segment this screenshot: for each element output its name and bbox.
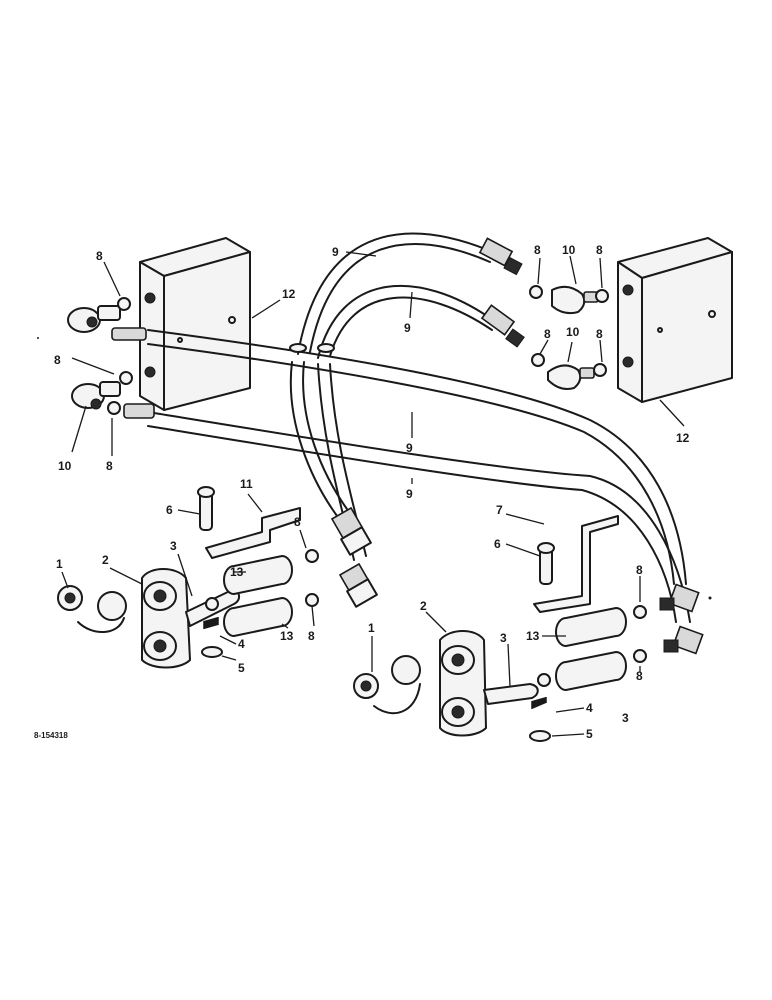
right-bracket-7 [533, 515, 619, 613]
callout-8: 8 [596, 243, 603, 257]
callout-3: 3 [622, 711, 629, 725]
left-couplers-13 [223, 549, 319, 637]
callout-5: 5 [586, 727, 593, 741]
callout-8: 8 [106, 459, 113, 473]
callout-1: 1 [368, 621, 375, 635]
drop-hose-fittings [330, 506, 378, 608]
figure-id: 8-154318 [34, 731, 68, 740]
callout-13: 13 [526, 629, 540, 643]
callout-10: 10 [566, 325, 580, 339]
left-coupler-body [141, 568, 191, 669]
callout-8: 8 [544, 327, 551, 341]
leader-lines [61, 251, 685, 737]
callout-8: 8 [96, 249, 103, 263]
right-spring [529, 673, 551, 742]
hose-clamps [289, 343, 335, 353]
callout-8: 8 [596, 327, 603, 341]
right-valve-block [617, 237, 733, 403]
callout-3: 3 [170, 539, 177, 553]
right-lever [483, 683, 539, 705]
right-pin-6 [537, 542, 555, 585]
left-bracket-11 [205, 507, 301, 559]
callout-1: 1 [56, 557, 63, 571]
upper-hose-fittings [478, 237, 525, 348]
right-hose-fittings [659, 583, 704, 655]
stray-dot [708, 596, 712, 600]
callout-9: 9 [406, 441, 413, 455]
right-couplers-13 [555, 605, 647, 691]
left-dust-cap [57, 585, 127, 634]
callout-10: 10 [562, 243, 576, 257]
callout-2: 2 [102, 553, 109, 567]
left-valve-block [139, 237, 251, 411]
callout-6: 6 [166, 503, 173, 517]
callout-13: 13 [230, 565, 244, 579]
callout-3: 3 [500, 631, 507, 645]
left-block-fittings [67, 297, 155, 419]
callout-13: 13 [280, 629, 294, 643]
right-coupler-body [439, 630, 487, 737]
callout-7: 7 [496, 503, 503, 517]
callout-2: 2 [420, 599, 427, 613]
callout-9: 9 [332, 245, 339, 259]
callout-4: 4 [238, 637, 245, 651]
callout-11: 11 [240, 477, 253, 491]
callout-8: 8 [534, 243, 541, 257]
callout-8: 8 [294, 515, 301, 529]
right-block-fittings [529, 285, 609, 390]
callout-labels: 8 12 8 10 8 9 9 9 9 8 10 8 8 10 8 12 11 … [54, 243, 690, 741]
callout-12: 12 [676, 431, 690, 445]
stray-dot [37, 337, 39, 339]
left-pin-6 [197, 486, 215, 531]
callout-8: 8 [308, 629, 315, 643]
callout-5: 5 [238, 661, 245, 675]
right-dust-cap [353, 655, 421, 715]
callout-4: 4 [586, 701, 593, 715]
callout-10: 10 [58, 459, 72, 473]
callout-9: 9 [406, 487, 413, 501]
callout-6: 6 [494, 537, 501, 551]
callout-9: 9 [404, 321, 411, 335]
callout-8: 8 [54, 353, 61, 367]
callout-12: 12 [282, 287, 296, 301]
left-spring [201, 617, 223, 658]
callout-8: 8 [636, 669, 643, 683]
callout-8: 8 [636, 563, 643, 577]
